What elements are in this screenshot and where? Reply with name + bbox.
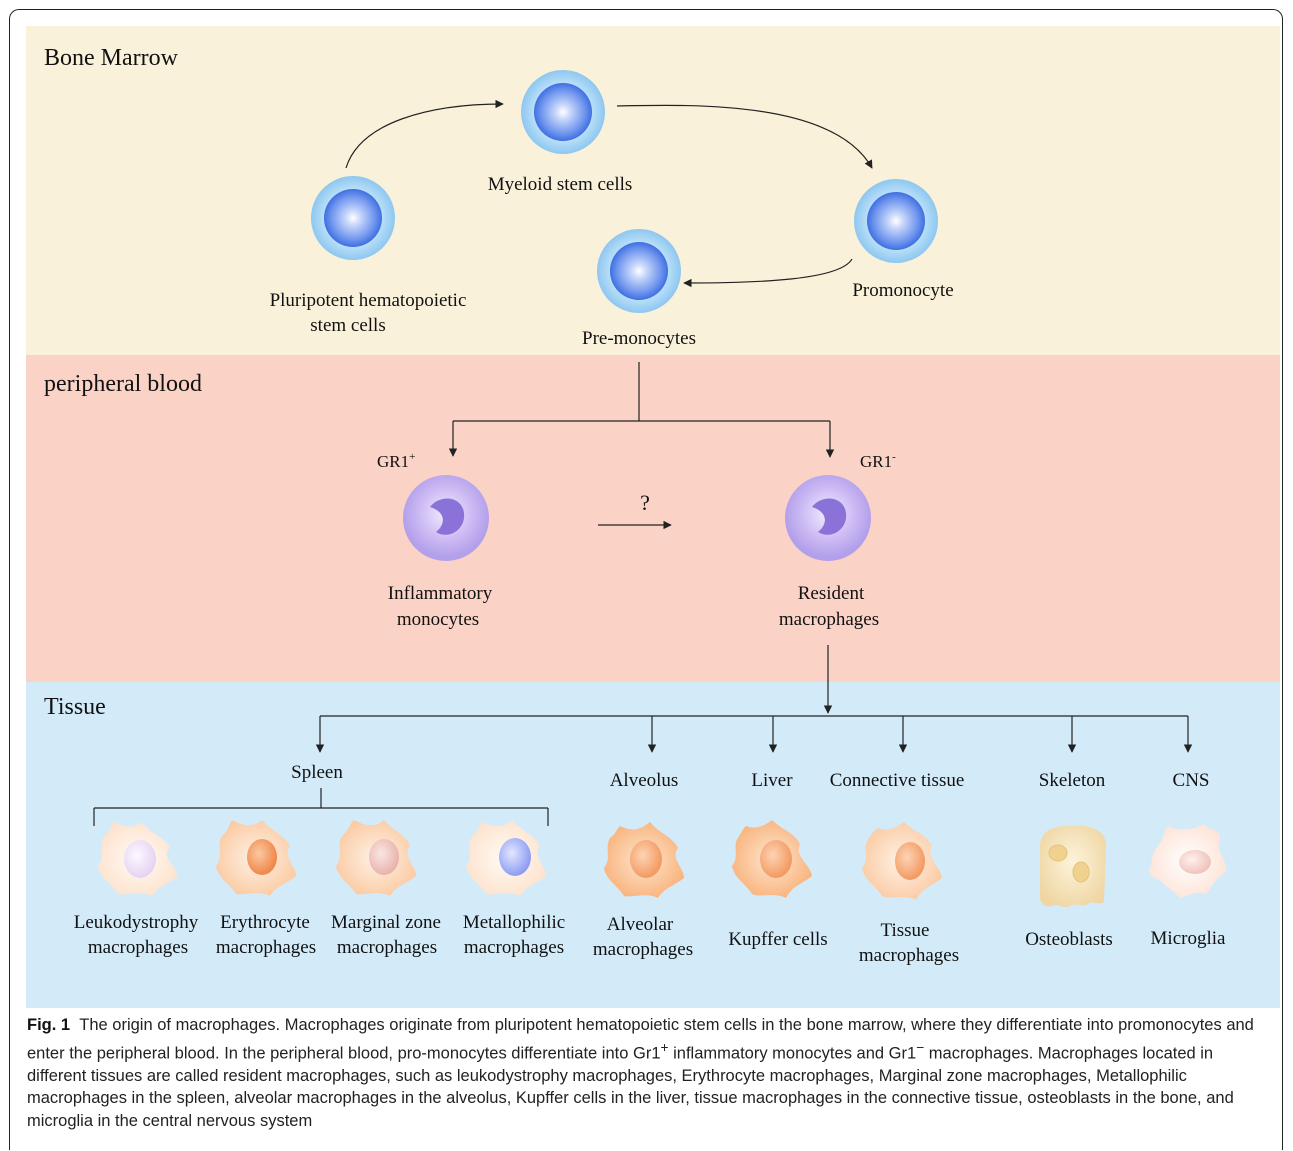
arrow-pluripotent-to-myeloid [345, 99, 504, 169]
osteoblast-cell [1040, 825, 1106, 908]
marginal-zone-label-line2: macrophages [337, 937, 437, 958]
erythrocyte-label-line2: macrophages [216, 937, 316, 958]
metallophilic-label-line2: macrophages [464, 937, 564, 958]
caption-text-part3: macrophages. Macrophages located in diff… [27, 1044, 1234, 1130]
caption-text-part1: The origin of macrophages. Macrophages o… [27, 1016, 1254, 1063]
erythrocyte-macrophage-cell [216, 820, 296, 896]
question-mark: ? [640, 490, 650, 515]
resident-label-line2: macrophages [779, 609, 879, 630]
promonocyte-cell [854, 179, 938, 263]
alveolar-macrophage-cell [604, 822, 684, 898]
cns-label: CNS [1173, 770, 1210, 791]
caption-sup-minus: − [916, 1039, 925, 1055]
gr1-plus-label: GR1+ [377, 451, 415, 471]
pluripotent-stem-cell [311, 176, 395, 260]
gr1-plus-superscript: + [409, 451, 415, 463]
tissue-macrophage-label-line1: Tissue [881, 920, 930, 941]
macrophage-origin-diagram: Bone Marrow peripheral blood Tissue Plur… [26, 26, 1280, 1008]
pre-monocyte-cell [597, 229, 681, 313]
tissue-branch-lines [93, 645, 1193, 826]
leukodystrophy-macrophage-cell [98, 822, 178, 896]
metallophilic-label-line1: Metallophilic [463, 912, 565, 933]
arrow-promonocyte-to-premonocyte [683, 258, 853, 288]
promonocyte-label: Promonocyte [852, 280, 953, 301]
caption-sup-plus: + [660, 1039, 669, 1055]
tissue-macrophage-cell [862, 822, 942, 900]
tissue-macrophage-label-line2: macrophages [859, 945, 959, 966]
marginal-zone-macrophage-cell [336, 820, 416, 896]
myeloid-stem-cell [521, 70, 605, 154]
gr1-minus-label: GR1- [860, 451, 896, 471]
osteoblasts-label: Osteoblasts [1025, 929, 1113, 950]
resident-macrophage-cell [785, 475, 871, 561]
microglia-cell [1149, 824, 1227, 898]
figure-caption: Fig. 1 The origin of macrophages. Macrop… [27, 1014, 1272, 1132]
peripheral-blood-panel [26, 355, 1280, 682]
premonocyte-branch-lines [448, 362, 835, 458]
inflammatory-label-line1: Inflammatory [388, 583, 493, 604]
leukodystrophy-label-line1: Leukodystrophy [74, 912, 199, 933]
alveolar-label-line1: Alveolar [607, 914, 674, 935]
tissue-title: Tissue [44, 694, 106, 720]
inflammatory-label-line2: monocytes [397, 609, 479, 630]
premonocytes-label: Pre-monocytes [582, 328, 696, 349]
metallophilic-macrophage-cell [466, 820, 546, 896]
alveolus-label: Alveolus [610, 770, 679, 791]
skeleton-label: Skeleton [1039, 770, 1106, 791]
arrow-myeloid-to-promonocyte [616, 104, 873, 169]
kupffer-cell [732, 820, 812, 898]
kupffer-label: Kupffer cells [728, 929, 827, 950]
connective-tissue-label: Connective tissue [830, 770, 965, 791]
gr1-minus-superscript: - [892, 451, 896, 463]
figure-frame [9, 9, 1283, 1150]
caption-text-part2: inflammatory monocytes and Gr1 [668, 1044, 917, 1063]
marginal-zone-label-line1: Marginal zone [331, 912, 441, 933]
microglia-label: Microglia [1151, 928, 1226, 949]
spleen-label: Spleen [291, 762, 343, 783]
pluripotent-label-line2: stem cells [310, 315, 385, 336]
myeloid-label: Myeloid stem cells [488, 174, 633, 195]
bone-marrow-title: Bone Marrow [44, 45, 179, 71]
alveolar-label-line2: macrophages [593, 939, 693, 960]
leukodystrophy-label-line2: macrophages [88, 937, 188, 958]
pluripotent-label-line1: Pluripotent hematopoietic [270, 290, 467, 311]
figure-label: Fig. 1 [27, 1016, 71, 1034]
liver-label: Liver [751, 770, 793, 791]
resident-label-line1: Resident [798, 583, 865, 604]
erythrocyte-label-line1: Erythrocyte [220, 912, 310, 933]
peripheral-blood-title: peripheral blood [44, 371, 202, 397]
inflammatory-monocyte-cell [403, 475, 489, 561]
